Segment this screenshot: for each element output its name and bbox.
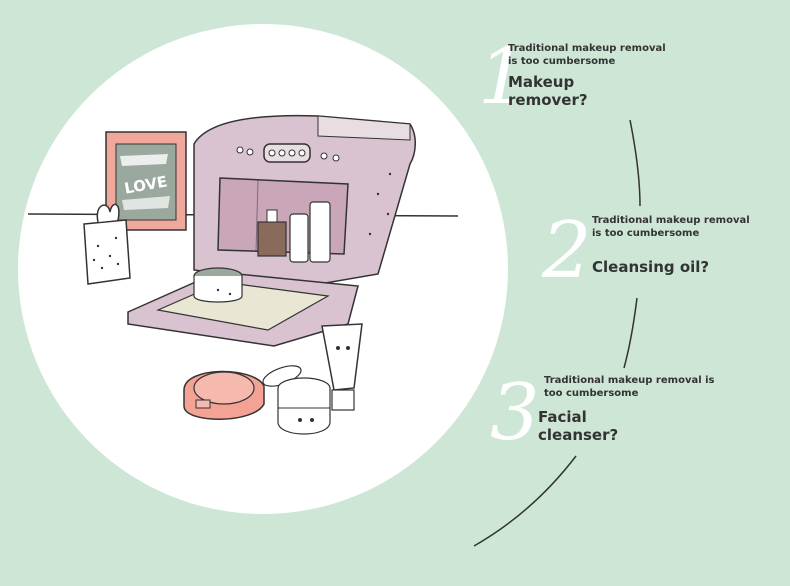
vanity-machine (127, 114, 416, 347)
vanity-illustration: LOVE (27, 114, 459, 435)
step-1-number: 1 (478, 32, 528, 122)
cleanser-tube (321, 323, 363, 411)
cream-jars (262, 365, 331, 435)
step-1-subtitle: Traditional makeup removal is too cumber… (508, 43, 666, 67)
step-3-subtitle: Traditional makeup removal is too cumber… (544, 375, 715, 399)
step-3-number: 3 (490, 368, 540, 458)
step-2-title: Cleansing oil? (592, 258, 710, 276)
love-frame: LOVE (105, 131, 187, 231)
step-2-subtitle: Traditional makeup removal is too cumber… (592, 215, 750, 239)
step-3-title: Facial cleanser? (538, 408, 619, 444)
powder-compact (183, 370, 265, 420)
tissue-box (83, 203, 131, 285)
step-1-title: Makeup remover? (508, 73, 588, 109)
step-2-number: 2 (542, 206, 592, 296)
